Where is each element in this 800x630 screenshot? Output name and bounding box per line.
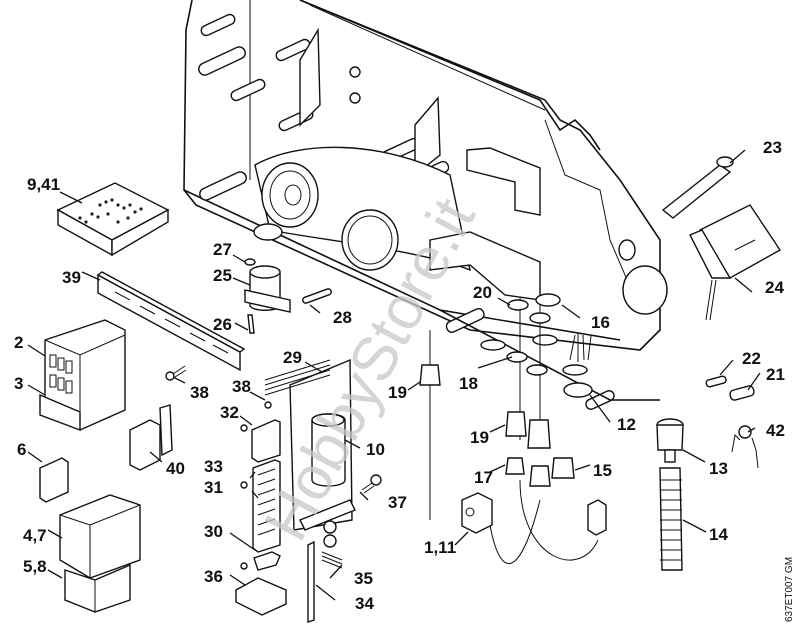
screw-38a	[165, 365, 187, 381]
callout-40: 40	[166, 459, 185, 478]
callout-30: 30	[204, 522, 223, 541]
callout-3: 3	[14, 374, 23, 393]
callout-5-8: 5,8	[23, 557, 47, 576]
fuses-part	[705, 375, 755, 401]
hour-meter-part	[689, 204, 782, 321]
callout-6: 6	[17, 440, 26, 459]
callout-35: 35	[354, 569, 373, 588]
callout-23: 23	[763, 138, 782, 157]
callout-20: 20	[473, 283, 492, 302]
din-rail-part	[96, 271, 246, 372]
clip-part	[39, 457, 69, 503]
callout-26: 26	[213, 315, 232, 334]
reference-code: 637ET007 GM	[784, 557, 795, 622]
callout-12: 12	[617, 415, 636, 434]
callout-29: 29	[283, 348, 302, 367]
callout-27: 27	[213, 240, 232, 259]
strip-and-ties	[307, 520, 343, 623]
callout-18: 18	[459, 374, 478, 393]
callout-37: 37	[388, 493, 407, 512]
relay-module-part	[129, 404, 173, 471]
spring-part	[731, 425, 759, 469]
callout-9-41: 9,41	[27, 175, 60, 194]
callout-36: 36	[204, 567, 223, 586]
callout-22: 22	[742, 349, 761, 368]
callout-42: 42	[766, 421, 785, 440]
strain-relief-part	[656, 418, 684, 571]
callout-25: 25	[213, 266, 232, 285]
circuit-board-part	[56, 182, 170, 257]
callout-38b: 38	[232, 377, 251, 396]
callout-24: 24	[765, 278, 784, 297]
callout-38a: 38	[190, 383, 209, 402]
callout-39: 39	[62, 268, 81, 287]
contactor-lower-part	[59, 494, 141, 613]
callout-32: 32	[220, 403, 239, 422]
contactor-part	[39, 319, 126, 432]
callout-16: 16	[591, 313, 610, 332]
switch-part	[661, 156, 734, 219]
callout-14: 14	[709, 525, 728, 544]
callout-19b: 19	[470, 428, 489, 447]
leader-lines	[27, 149, 761, 601]
callout-17: 17	[474, 468, 493, 487]
callout-4-7: 4,7	[23, 526, 47, 545]
bracket-capacitor-part	[264, 358, 356, 531]
callout-19a: 19	[388, 383, 407, 402]
pressure-switch-part	[244, 258, 332, 334]
callout-31: 31	[204, 478, 223, 497]
screw-37	[361, 474, 382, 494]
callout-15: 15	[593, 461, 612, 480]
callout-2: 2	[14, 333, 23, 352]
callout-1-11: 1,11	[424, 538, 456, 557]
callout-34: 34	[355, 594, 374, 613]
callout-labels: 9,41 39 2 3 38 40 6 4,7 5,8 27 25 26 28 …	[14, 138, 785, 613]
callout-21: 21	[766, 365, 785, 384]
housing	[183, 0, 668, 410]
callout-28: 28	[333, 308, 352, 327]
callout-10: 10	[366, 440, 385, 459]
callout-33: 33	[204, 457, 223, 476]
glands-part	[419, 293, 607, 565]
terminal-blocks-part	[235, 401, 287, 616]
callout-13: 13	[709, 459, 728, 478]
